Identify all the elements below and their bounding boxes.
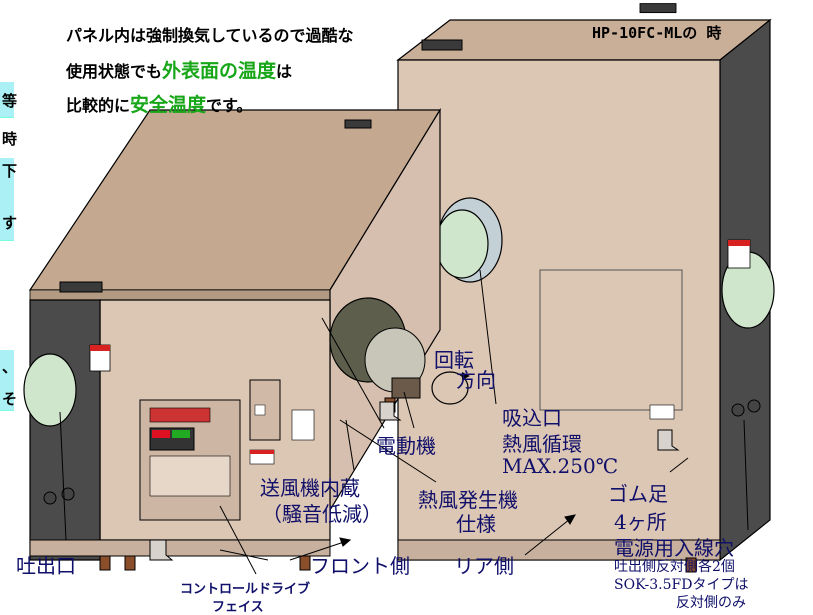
left-strip-3 [0,204,14,241]
label-heater: 熱風発生機 [418,488,518,512]
intro-line-3: 比較的に安全温度です。 [66,90,252,117]
highlight-outer-temp: 外表面の温度 [162,60,277,82]
label-control-1: コントロールドライブ [180,582,311,597]
label-feet-count: 4ヶ所 [614,510,667,534]
highlight-safe-temp: 安全温度 [130,94,207,116]
left-edge-char: 等 [2,92,18,110]
left-edge-char: 時 [2,130,18,148]
intro-line-3-suffix: です。 [206,96,253,115]
label-power-hole: 電源用入線穴 [614,536,734,560]
label-max-temp: MAX.250℃ [502,454,619,478]
intro-line-3-prefix: 比較的に [66,96,131,115]
left-edge-char: そ [2,390,18,408]
label-rear-side: リア側 [454,554,514,578]
label-control-2: フェイス [212,600,264,615]
label-spec: 仕様 [456,512,496,536]
leader-lines [59,269,749,575]
label-motor: 電動機 [376,434,436,458]
left-edge-char: す [2,214,18,232]
label-noise-reduction: （騒音低減） [262,502,382,526]
side-arrows [219,514,576,561]
label-outlet: 吐出口 [16,554,76,578]
model-note: HP-10FC-MLの 時 [592,24,722,42]
rear-unit [396,3,775,573]
left-edge-char: 下 [2,162,18,180]
intro-line-1: パネル内は強制換気しているので過酷な [66,26,354,45]
label-power-note-3: 反対側のみ [676,595,746,611]
front-unit [23,107,680,571]
label-power-note-2: SOK-3.5FDタイプは [614,577,749,593]
label-rotation-1: 回転 [434,348,474,372]
intro-line-2-suffix: は [276,62,293,81]
label-rotation-2: 方向 [456,368,496,392]
left-strip-1 [0,82,14,118]
intro-line-2: 使用状態でも外表面の温度は [66,56,292,83]
label-power-note-1: 吐出側反対側各2個 [614,559,735,575]
left-edge-char: 、 [2,358,18,376]
left-strip-4 [0,350,14,411]
label-hot-air-circulation: 熱風循環 [502,432,582,456]
label-front-side: フロント側 [310,554,410,578]
rotation-arrow [431,371,470,405]
label-fan-builtin: 送風機内蔵 [260,476,360,500]
intro-line-2-prefix: 使用状態でも [66,62,163,81]
label-intake: 吸込口 [502,406,562,430]
label-rubber-feet: ゴム足 [608,482,668,506]
